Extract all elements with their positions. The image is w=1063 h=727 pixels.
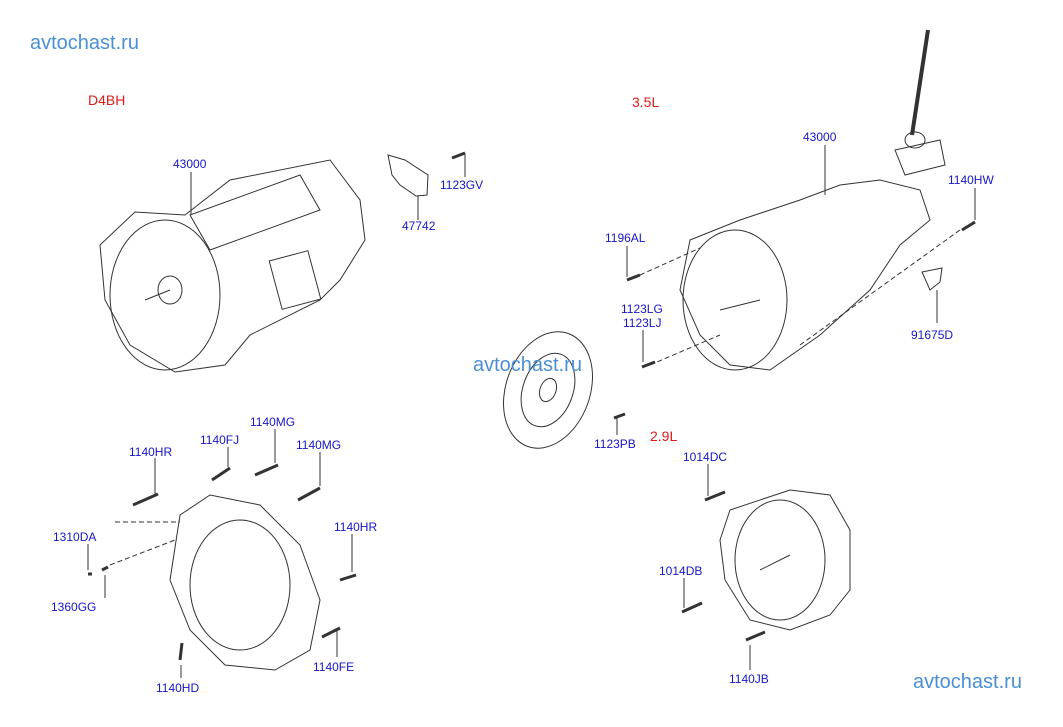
l35-bolt-heads (613, 220, 976, 420)
part-label[interactable]: 1123PB (594, 437, 636, 451)
leader-lines (616, 188, 976, 435)
watermark-center: avtochast.ru (473, 354, 582, 376)
part-label[interactable]: 43000 (803, 130, 837, 144)
housing-dashes (109, 521, 180, 566)
l29-transmission-drawing (719, 489, 851, 631)
part-label[interactable]: 1140JB (729, 672, 769, 686)
part-label[interactable]: 1140MG (296, 438, 342, 452)
bracket-47742-drawing (387, 154, 429, 220)
part-label[interactable]: 1140FE (313, 660, 355, 674)
part-label[interactable]: 43000 (173, 157, 207, 171)
l29-bolts-drawing (681, 490, 766, 642)
part-label[interactable]: 1196AL (605, 231, 646, 245)
watermark-top-left: avtochast.ru (30, 32, 139, 54)
clip-91675d-drawing (921, 267, 943, 291)
part-label[interactable]: 1140MG (250, 415, 296, 429)
clutch-housing-drawing (169, 494, 321, 671)
part-label[interactable]: 1310DA (53, 530, 97, 544)
part-label[interactable]: 1140FJ (200, 433, 240, 447)
part-label[interactable]: 1140HR (334, 520, 378, 534)
part-label[interactable]: 1140HR (129, 445, 173, 459)
l35-transmission-drawing (679, 29, 946, 371)
part-label[interactable]: 91675D (911, 328, 954, 342)
engine-label-d4bh: D4BH (88, 92, 126, 108)
part-label[interactable]: 1014DB (659, 564, 703, 578)
part-label[interactable]: 1360GG (51, 600, 97, 614)
engine-label-3-5l: 3.5L (632, 94, 660, 110)
part-label[interactable]: 47742 (402, 219, 436, 233)
engine-label-2-9l: 2.9L (650, 428, 678, 444)
part-label[interactable]: 1140HW (948, 173, 994, 187)
bolt-1123gv-drawing (451, 151, 466, 177)
part-label[interactable]: 1123GV (440, 178, 484, 192)
part-label[interactable]: 1140HD (156, 681, 200, 695)
l35-bolts-drawing (639, 229, 961, 366)
l29-leaders (683, 464, 751, 670)
part-label[interactable]: 1014DC (683, 450, 728, 464)
housing-bolts-drawing (88, 463, 357, 661)
clutch-cover-drawing (503, 331, 593, 449)
part-label[interactable]: 1123LG (621, 302, 663, 316)
housing-leaders (87, 429, 353, 678)
d4bh-transmission-drawing (99, 159, 366, 373)
watermark-bottom-right: avtochast.ru (913, 671, 1022, 693)
part-label[interactable]: 1123LJ (623, 316, 662, 330)
